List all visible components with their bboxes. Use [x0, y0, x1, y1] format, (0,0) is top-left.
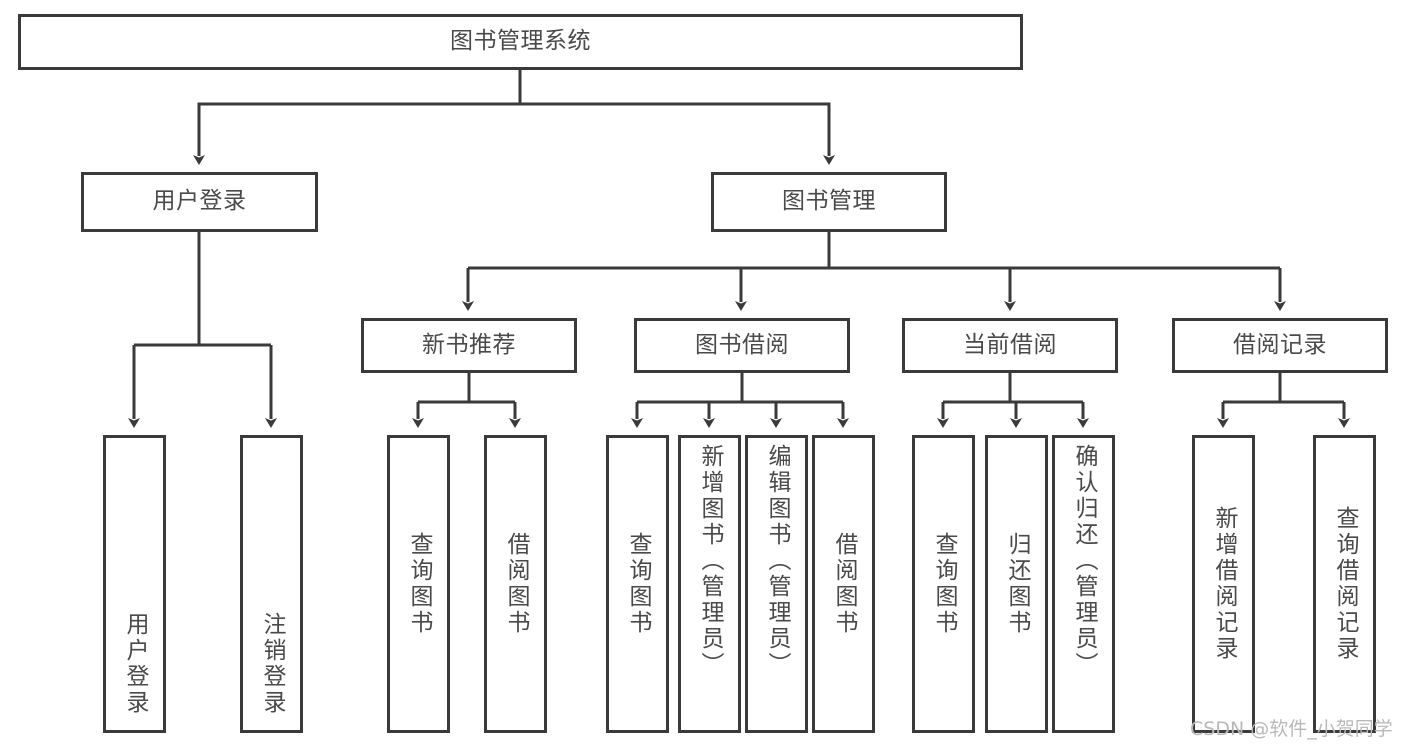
- node-leaf-add-book-label: 新增图书（管理员）: [697, 444, 723, 678]
- node-leaf-borrow-book-2[interactable]: 借阅图书: [812, 435, 875, 733]
- node-leaf-borrow-book-1-label: 借阅图书: [503, 532, 529, 636]
- csdn-watermark: CSDN @软件_小贺同学: [1190, 718, 1393, 740]
- node-leaf-query-book-2[interactable]: 查询图书: [606, 435, 669, 733]
- node-leaf-query-book-3[interactable]: 查询图书: [912, 435, 975, 733]
- node-current-borrow-label: 当前借阅: [963, 331, 1057, 358]
- node-borrow-record-label: 借阅记录: [1233, 331, 1327, 358]
- node-root[interactable]: 图书管理系统: [18, 14, 1023, 70]
- node-leaf-borrow-book-1[interactable]: 借阅图书: [484, 435, 547, 733]
- node-leaf-query-record[interactable]: 查询借阅记录: [1313, 435, 1376, 733]
- node-leaf-user-login-label: 用户登录: [122, 612, 148, 716]
- node-borrow-record[interactable]: 借阅记录: [1172, 318, 1388, 373]
- node-user-login[interactable]: 用户登录: [81, 172, 318, 232]
- edge-root-to-user-login: [193, 70, 522, 165]
- node-leaf-borrow-book-2-label: 借阅图书: [831, 532, 857, 636]
- node-leaf-confirm-return-label: 确认归还（管理员）: [1071, 444, 1097, 678]
- node-leaf-query-record-label: 查询借阅记录: [1332, 506, 1358, 662]
- node-current-borrow[interactable]: 当前借阅: [902, 318, 1118, 373]
- node-leaf-query-book-3-label: 查询图书: [931, 532, 957, 636]
- node-leaf-user-login[interactable]: 用户登录: [103, 435, 166, 733]
- node-leaf-confirm-return[interactable]: 确认归还（管理员）: [1052, 435, 1115, 733]
- node-root-label: 图书管理系统: [450, 28, 591, 55]
- node-leaf-query-book-1-label: 查询图书: [406, 532, 432, 636]
- node-leaf-query-book-1[interactable]: 查询图书: [387, 435, 450, 733]
- node-leaf-user-logout[interactable]: 注销登录: [240, 435, 303, 733]
- node-leaf-add-book[interactable]: 新增图书（管理员）: [678, 435, 741, 733]
- edge-root-to-book-manage: [520, 102, 835, 165]
- node-new-book-rec[interactable]: 新书推荐: [361, 318, 577, 373]
- node-leaf-edit-book[interactable]: 编辑图书（管理员）: [745, 435, 808, 733]
- node-leaf-user-logout-label: 注销登录: [259, 612, 285, 716]
- node-book-borrow-label: 图书借阅: [695, 331, 789, 358]
- node-book-manage[interactable]: 图书管理: [711, 172, 947, 232]
- node-leaf-add-record[interactable]: 新增借阅记录: [1192, 435, 1255, 733]
- node-book-borrow[interactable]: 图书借阅: [634, 318, 850, 373]
- node-leaf-return-book[interactable]: 归还图书: [985, 435, 1048, 733]
- node-leaf-add-record-label: 新增借阅记录: [1211, 506, 1237, 662]
- node-book-manage-label: 图书管理: [782, 188, 876, 215]
- node-new-book-rec-label: 新书推荐: [422, 331, 516, 358]
- node-user-login-label: 用户登录: [152, 188, 247, 215]
- node-leaf-edit-book-label: 编辑图书（管理员）: [764, 444, 790, 678]
- node-leaf-query-book-2-label: 查询图书: [625, 532, 651, 636]
- node-leaf-return-book-label: 归还图书: [1004, 532, 1030, 636]
